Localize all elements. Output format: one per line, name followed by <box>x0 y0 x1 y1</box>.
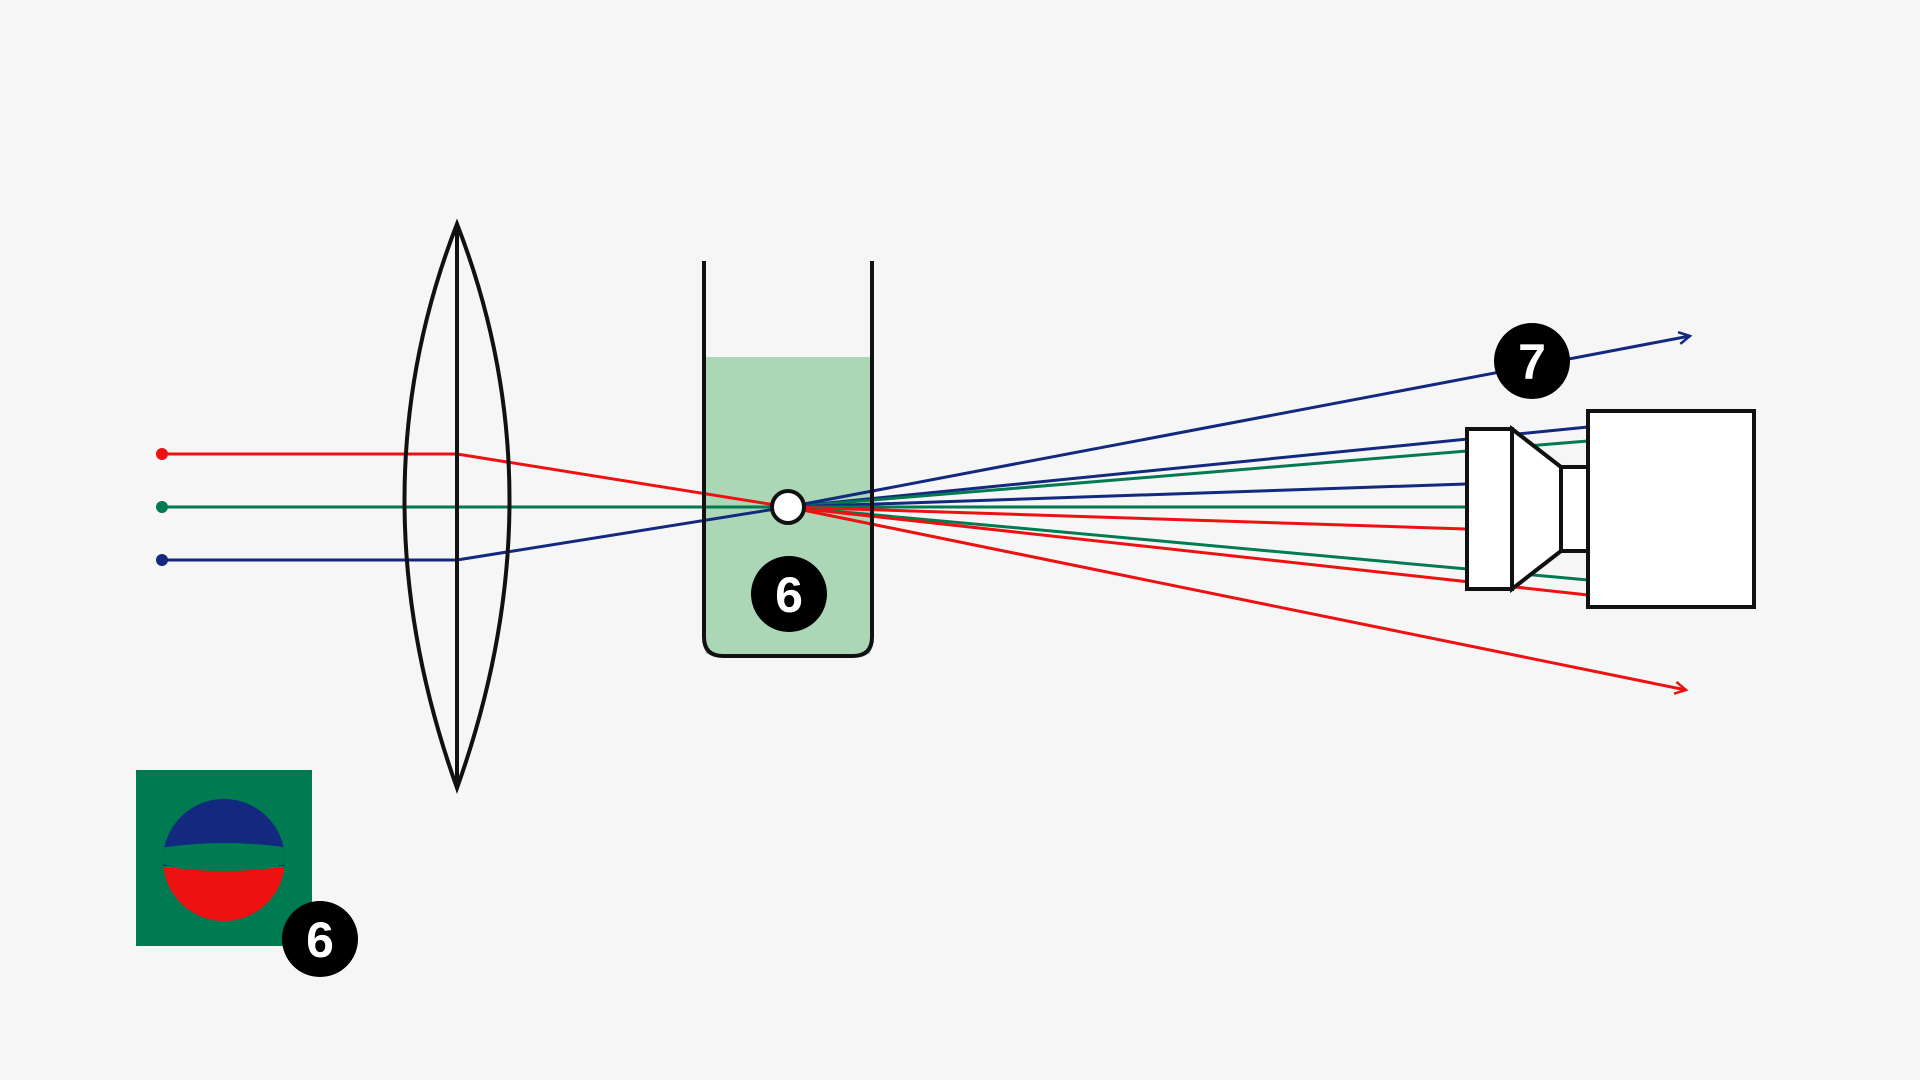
red-scatter-ray-2 <box>787 505 1589 597</box>
red-wide-scatter-arrow <box>787 505 1686 690</box>
red-scatter-ray-1 <box>787 505 1467 531</box>
inset-red-half <box>163 866 285 921</box>
blue-scatter-ray-1 <box>787 425 1589 509</box>
red-source-dot <box>156 448 168 460</box>
blue-incoming-ray <box>162 505 789 562</box>
particle-circle <box>770 489 806 525</box>
cuvette-outline <box>702 261 874 658</box>
particle-color-split-inset: 6 <box>136 770 358 977</box>
green-source-dot <box>156 501 168 513</box>
green-scatter-ray-3 <box>787 505 1589 582</box>
camera-lens-ring <box>1465 427 1514 591</box>
scatter-badge-number: 7 <box>1518 334 1546 390</box>
green-scatter-ray-1 <box>787 439 1589 509</box>
cuvette-badge: 6 <box>751 556 827 632</box>
blue-scatter-ray-2 <box>787 482 1467 509</box>
inset-badge-number: 6 <box>306 912 334 968</box>
camera-lens-cone <box>1510 424 1563 594</box>
camera-body <box>1586 409 1756 609</box>
camera-with-lens <box>1465 409 1756 609</box>
inset-green-band <box>163 843 285 869</box>
blue-source-dot <box>156 554 168 566</box>
scattered-rays <box>787 425 1589 597</box>
scatter-badge: 7 <box>1494 323 1570 399</box>
red-incoming-ray <box>162 452 789 509</box>
cuvette-badge-number: 6 <box>775 567 803 623</box>
inset-badge: 6 <box>282 901 358 977</box>
biconvex-lens <box>402 218 512 794</box>
camera-lens-mount <box>1559 465 1590 553</box>
incoming-rays <box>162 452 789 562</box>
